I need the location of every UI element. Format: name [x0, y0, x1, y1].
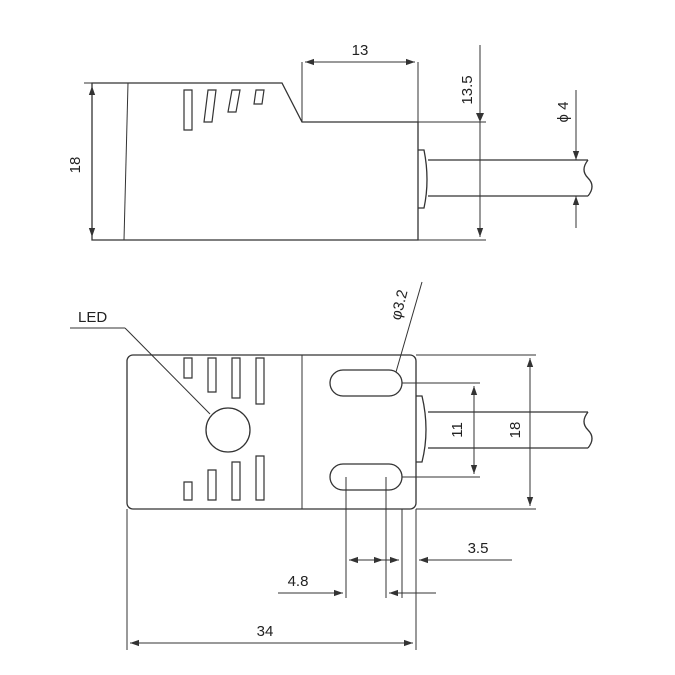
side-cable-break: [583, 159, 593, 197]
top-spacing-dim-label: 11: [449, 422, 466, 438]
top-body-outline: [126, 354, 417, 510]
top-width-dim-label: 18: [507, 422, 524, 439]
top-length-dim-label: 34: [257, 623, 274, 640]
side-height-dim-label: 18: [67, 157, 84, 174]
side-cable-dim-label: ϕ 4: [555, 102, 572, 123]
side-vent-slots: [183, 89, 265, 131]
top-cable-gland: [416, 395, 427, 463]
side-step-dim-label: 13: [352, 42, 369, 59]
top-led-leader-diag: [124, 327, 211, 415]
top-edge-dim-label: 3.5: [468, 540, 489, 557]
top-hole-leader: [395, 281, 423, 373]
side-body-outline: [91, 82, 419, 241]
side-view: 18 13 13.5 ϕ 4: [67, 42, 593, 241]
top-led-label: LED: [78, 309, 107, 326]
side-cable-gland: [418, 149, 428, 209]
top-mount-slot-upper: [329, 369, 403, 397]
top-cable-break: [583, 411, 593, 449]
side-body-edge: [123, 82, 129, 241]
top-view: LED φ3.2 11 18: [70, 281, 593, 650]
side-step-height-arrow-top: [476, 113, 484, 122]
top-vent-slots-upper: [183, 357, 265, 405]
top-hole-dim-label: φ3.2: [388, 288, 412, 322]
top-vent-slots-lower: [183, 455, 265, 501]
top-slot-dim-label: 4.8: [288, 573, 309, 590]
top-mount-slot-lower: [329, 463, 403, 491]
side-step-height-dim-label: 13.5: [459, 75, 476, 104]
top-led-circle: [205, 407, 251, 453]
